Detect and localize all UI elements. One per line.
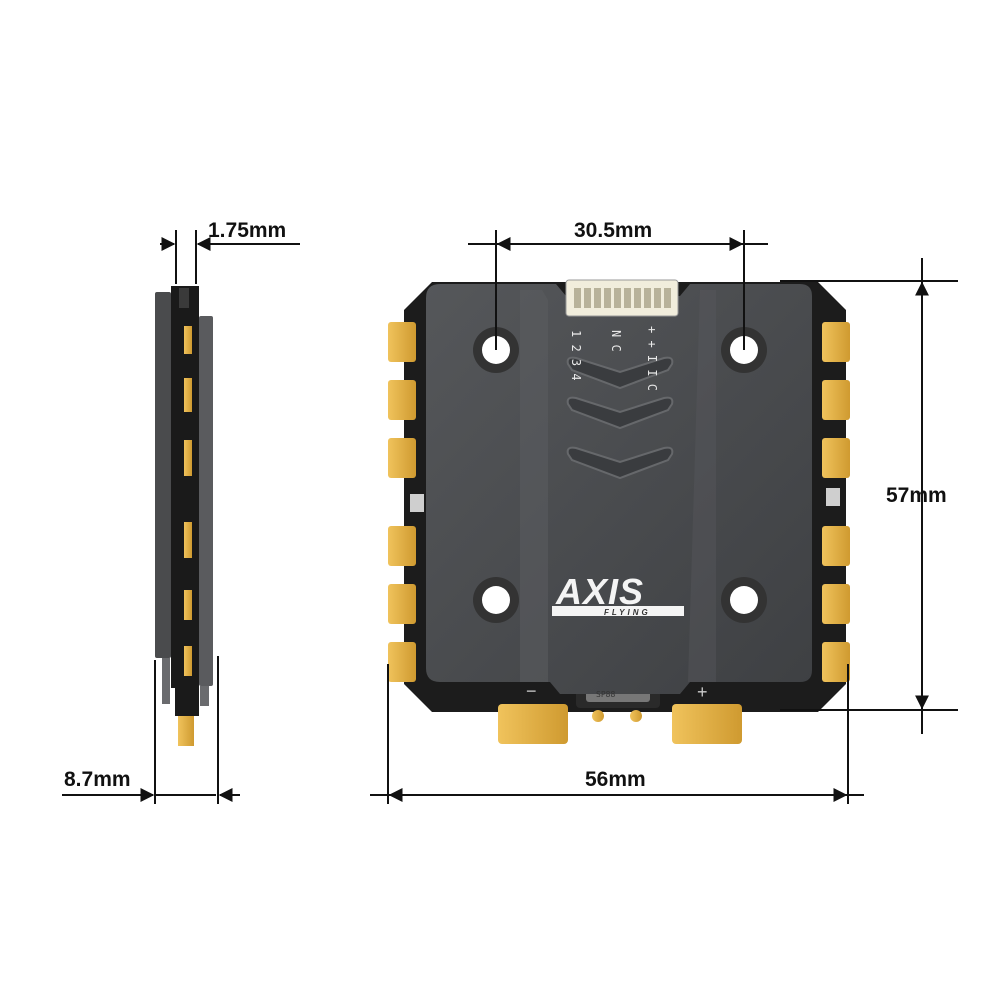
- dimension-mounting: [468, 230, 768, 350]
- right-motor-pads: [822, 322, 850, 682]
- thickness-dimension-label: 1.75mm: [208, 219, 287, 242]
- side-pad: [184, 326, 192, 354]
- cover-ridge: [520, 290, 548, 682]
- motor-pad: [388, 322, 416, 362]
- pin-label-row: + + I I C: [645, 326, 659, 391]
- side-bottom-clip: [162, 658, 170, 704]
- logo-bar: [552, 606, 684, 616]
- side-back-plate: [199, 316, 213, 686]
- dimension-thickness: [160, 230, 300, 284]
- top-connector: [565, 279, 679, 317]
- pin-label-row: 1 2 3 4: [569, 330, 583, 381]
- mounting-hole: [482, 586, 510, 614]
- side-component: [410, 494, 424, 512]
- battery-minus-pad: [498, 704, 568, 744]
- side-pad: [184, 522, 192, 558]
- pin-label-row: N C: [609, 330, 623, 352]
- connector-pins: [574, 288, 671, 308]
- axis-logo: AXIS FLYING: [552, 571, 684, 617]
- side-view: [155, 286, 213, 746]
- battery-plus-pad: [672, 704, 742, 744]
- side-component: [826, 488, 840, 506]
- connector-pin-labels-2: N C: [609, 330, 623, 352]
- mounting-holes: [473, 327, 767, 623]
- esc-board: [388, 279, 850, 744]
- side-bottom-pad: [178, 714, 194, 746]
- side-top-block: [179, 288, 189, 308]
- side-bottom-clip: [200, 686, 209, 706]
- motor-pad: [388, 380, 416, 420]
- side-pad: [184, 378, 192, 412]
- height-dimension-label: 57mm: [886, 484, 947, 507]
- dimension-side-height: [62, 656, 240, 804]
- logo-text: AXIS: [555, 571, 644, 612]
- solder-pad: [630, 710, 642, 722]
- motor-pad: [822, 642, 850, 682]
- dimension-height: [780, 258, 958, 734]
- cover-ridge: [688, 290, 716, 682]
- motor-pad: [822, 438, 850, 478]
- plus-label: +: [697, 682, 708, 702]
- motor-pad: [388, 642, 416, 682]
- logo-subtext: FLYING: [604, 608, 651, 617]
- side-pcb-tail: [175, 688, 199, 716]
- width-dimension-label: 56mm: [585, 768, 646, 791]
- motor-pad: [822, 322, 850, 362]
- solder-pad: [592, 710, 604, 722]
- dimension-width: [370, 664, 864, 804]
- chevron-vent: [566, 446, 674, 480]
- connector-pin-labels-3: + + I I C: [645, 326, 659, 391]
- chevron-vents: [566, 356, 674, 480]
- side-height-dimension-label: 8.7mm: [64, 768, 131, 791]
- side-cover-plate: [155, 292, 171, 658]
- motor-pad: [822, 380, 850, 420]
- left-motor-pads: [388, 322, 416, 682]
- side-pad: [184, 590, 192, 620]
- motor-pad: [388, 526, 416, 566]
- motor-pad: [822, 584, 850, 624]
- motor-pad: [388, 438, 416, 478]
- side-pad: [184, 646, 192, 676]
- chevron-vent: [566, 396, 674, 430]
- mounting-hole: [730, 586, 758, 614]
- minus-label: −: [526, 681, 537, 701]
- chip-label: SP88: [596, 690, 615, 699]
- mounting-dimension-label: 30.5mm: [574, 219, 653, 242]
- connector-pin-labels: 1 2 3 4: [569, 330, 583, 381]
- chevron-vent: [566, 356, 674, 390]
- motor-pad: [822, 526, 850, 566]
- motor-pad: [388, 584, 416, 624]
- side-pad: [184, 440, 192, 476]
